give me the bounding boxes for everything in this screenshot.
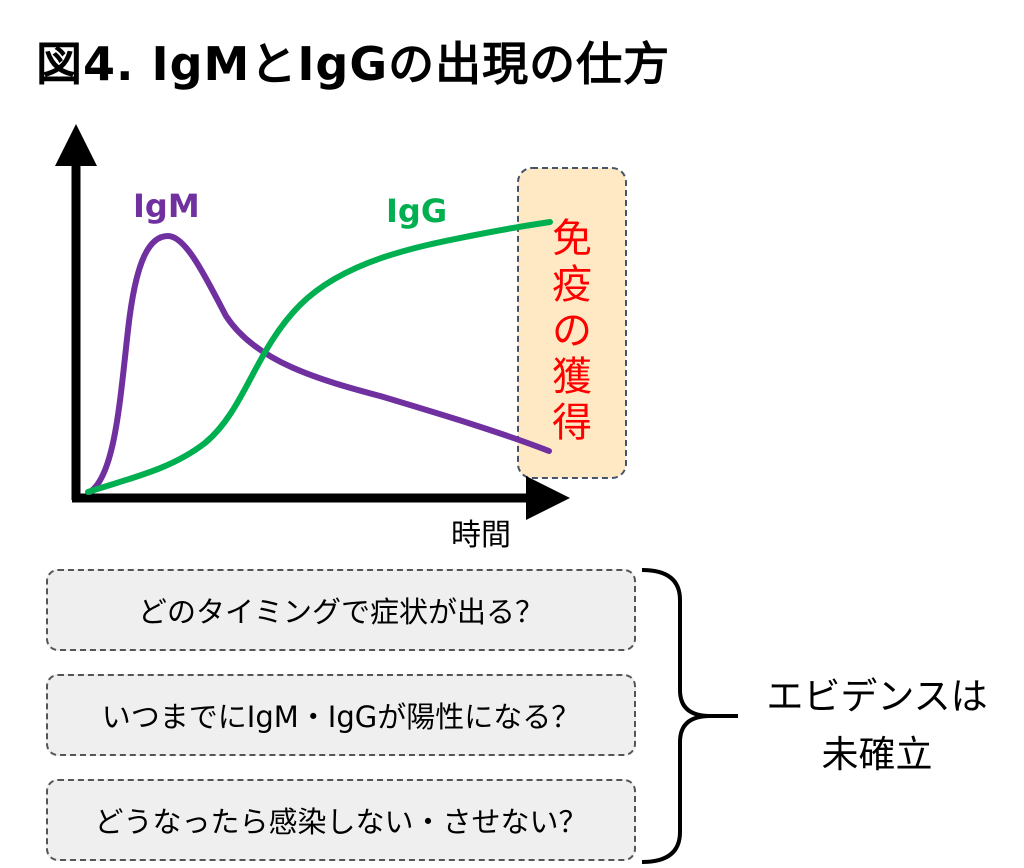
verdict-line-2: 未確立 [821, 733, 933, 776]
page-title: 図4. IgMとIgGの出現の仕方 [36, 37, 671, 91]
question-text: どのタイミングで症状が出る？ [137, 595, 544, 629]
question-box-symptom-timing: どのタイミングで症状が出る？ [46, 569, 636, 651]
immunity-box [517, 167, 627, 479]
question-text: どうなったら感染しない・させない？ [94, 805, 588, 839]
immunity-label-char: 免 [552, 216, 592, 262]
immunity-label-char: の [552, 308, 592, 354]
immunity-label-char: 得 [552, 400, 592, 446]
y-axis-arrow [55, 124, 97, 166]
question-text: いつまでにIgM・IgGが陽性になる？ [101, 700, 581, 734]
immunity-label-char: 疫 [552, 262, 592, 308]
igm-curve [87, 232, 552, 495]
immunity-label-char: 獲 [552, 354, 592, 400]
question-box-transmission: どうなったら感染しない・させない？ [46, 779, 636, 861]
igm-label: IgM [133, 187, 200, 225]
verdict-line-1: エビデンスは [766, 675, 988, 718]
igg-curve [85, 219, 553, 495]
grouping-brace [641, 568, 738, 864]
question-box-antibody-positive: いつまでにIgM・IgGが陽性になる？ [46, 674, 636, 756]
x-axis-arrow [526, 476, 570, 520]
evidence-verdict: エビデンスは 未確立 [752, 668, 1002, 784]
igg-label: IgG [386, 192, 447, 230]
immunity-label: 免疫の獲得 [552, 216, 592, 446]
x-axis-label: 時間 [451, 518, 511, 553]
